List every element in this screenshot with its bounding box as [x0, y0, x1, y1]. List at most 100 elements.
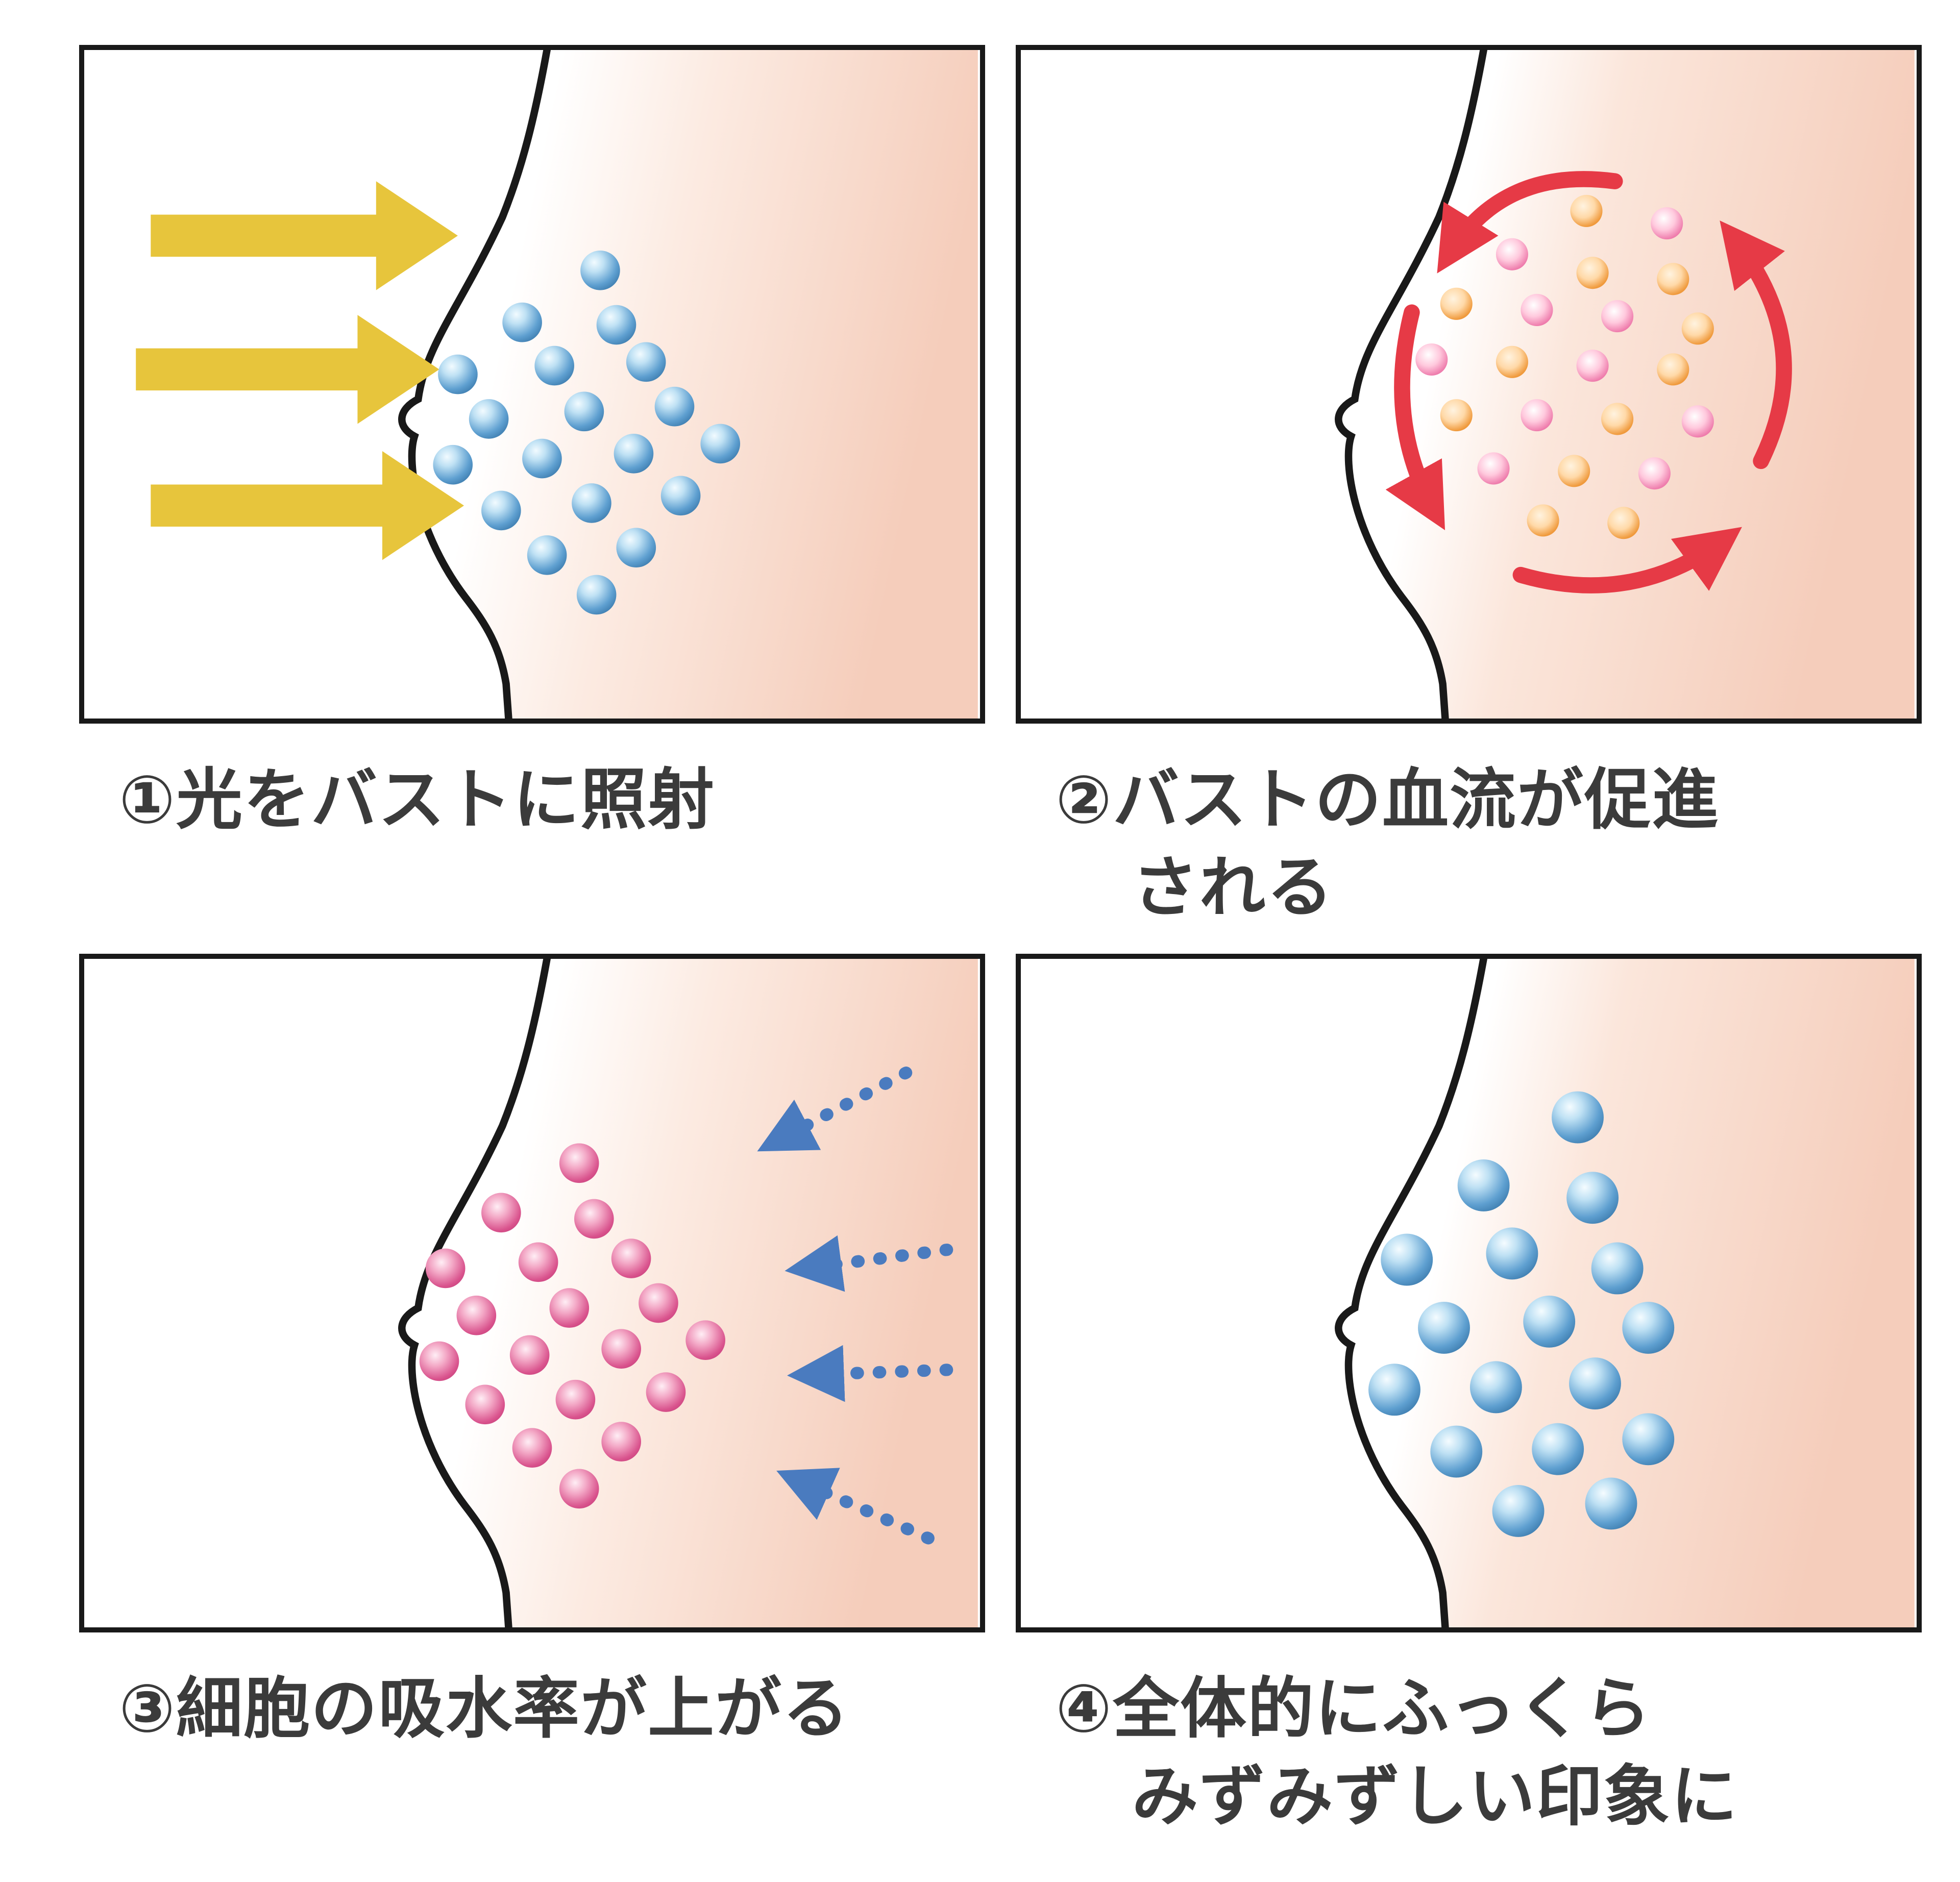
cell-dot — [518, 1242, 558, 1282]
light-arrow — [151, 451, 464, 560]
cell-dot — [1651, 207, 1683, 240]
cell-dot — [1638, 457, 1671, 490]
blood-flow-arrows — [1385, 171, 1792, 593]
cell-dot — [512, 1428, 552, 1468]
cell-dot — [700, 424, 741, 464]
cell-dot — [1570, 194, 1603, 227]
cell-dot — [1681, 312, 1714, 345]
skin-area — [402, 959, 978, 1628]
cell-dot — [574, 1199, 614, 1239]
absorption-arrow — [757, 1067, 913, 1152]
cell-dot — [433, 444, 473, 485]
skin-area — [1338, 959, 1915, 1628]
cell-dot — [534, 345, 574, 386]
caption-2-line1: ②バストの血流が促進 — [1056, 762, 1720, 837]
panel-1-illustration — [136, 50, 978, 719]
absorption-arrow — [787, 1345, 953, 1402]
cell-dot — [559, 1469, 599, 1509]
cell-dot — [555, 1380, 596, 1420]
cell-dot — [616, 528, 656, 568]
cell-dot — [438, 354, 478, 394]
cell-dots — [419, 1143, 725, 1509]
cell-dot — [660, 476, 701, 516]
cell-dot — [1552, 1091, 1604, 1144]
caption-4: ④全体的にふっくら みずみずしい印象に — [1056, 1665, 1922, 1840]
cell-dot — [1440, 287, 1473, 320]
cell-dot — [481, 1193, 521, 1233]
cell-dot — [425, 1248, 465, 1289]
caption-3-line1: ③細胞の吸水率が上がる — [119, 1671, 850, 1746]
panel-3: ③細胞の吸水率が上がる — [79, 954, 985, 1863]
absorption-arrow — [785, 1235, 953, 1292]
cell-dot — [1576, 257, 1609, 289]
cell-dot — [1585, 1477, 1637, 1530]
cell-dots — [1368, 1091, 1675, 1538]
cell-dot — [481, 490, 521, 531]
panel-1-frame — [79, 45, 985, 724]
cell-dot — [1532, 1423, 1584, 1475]
cell-dot — [1569, 1357, 1621, 1410]
cell-dots — [1415, 194, 1714, 539]
caption-1: ①光をバストに照射 — [119, 756, 985, 844]
blood-flow-arrow — [1720, 220, 1792, 469]
cell-dot — [1558, 455, 1590, 487]
panel-3-illustration — [398, 959, 978, 1628]
panel-2: ②バストの血流が促進 される — [1016, 45, 1922, 954]
caption-2-line2: される — [1132, 850, 1334, 925]
light-arrow — [151, 181, 458, 290]
cell-dot — [1486, 1227, 1538, 1280]
cell-dot — [654, 386, 695, 427]
caption-2: ②バストの血流が促進 される — [1056, 756, 1922, 931]
cell-dot — [1496, 345, 1528, 378]
absorption-arrow — [776, 1468, 935, 1545]
cell-dot — [1368, 1364, 1420, 1416]
blood-flow-arrow — [1512, 527, 1742, 593]
panel-3-frame — [79, 954, 985, 1633]
cell-dot — [1492, 1485, 1545, 1538]
cell-dot — [1622, 1413, 1675, 1466]
cell-dot — [1521, 399, 1553, 432]
cell-dot — [465, 1384, 505, 1425]
cell-dot — [1566, 1172, 1619, 1224]
cell-dot — [564, 391, 604, 432]
cell-dot — [596, 305, 636, 345]
breast-outline — [398, 50, 551, 719]
cell-dot — [456, 1296, 497, 1335]
cell-dot — [1607, 507, 1640, 539]
cell-dot — [1523, 1296, 1576, 1348]
cell-dot — [509, 1335, 550, 1375]
caption-4-line1: ④全体的にふっくら — [1056, 1671, 1652, 1746]
cell-dot — [1418, 1302, 1470, 1354]
cell-dot — [1521, 293, 1553, 326]
cell-dot — [611, 1239, 651, 1279]
cell-dot — [527, 535, 567, 575]
cell-dot — [1601, 403, 1634, 435]
cell-dot — [419, 1341, 459, 1381]
panel-4-frame — [1016, 954, 1922, 1633]
caption-1-line1: ①光をバストに照射 — [119, 762, 716, 837]
absorption-arrows — [757, 1067, 953, 1545]
cell-dot — [1496, 238, 1528, 270]
cell-dot — [572, 483, 611, 523]
caption-4-line2: みずみずしい印象に — [1132, 1759, 1738, 1834]
cell-dot — [1415, 343, 1448, 376]
cell-dot — [614, 434, 654, 474]
blood-flow-arrow — [1437, 171, 1623, 274]
cell-dot — [1591, 1242, 1644, 1295]
panel-4: ④全体的にふっくら みずみずしい印象に — [1016, 954, 1922, 1863]
cell-dot — [1477, 452, 1510, 485]
cell-dot — [522, 438, 562, 479]
cell-dot — [1527, 504, 1559, 537]
cell-dot — [1681, 405, 1714, 438]
panel-2-illustration — [1335, 50, 1915, 719]
panel-1: ①光をバストに照射 — [79, 45, 985, 954]
breast-outline — [1335, 959, 1487, 1628]
cell-dot — [1469, 1361, 1522, 1414]
cell-dot — [639, 1283, 678, 1323]
cell-dot — [1657, 353, 1689, 386]
cell-dot — [685, 1320, 725, 1360]
skin-area — [1338, 50, 1915, 719]
panel-2-frame — [1016, 45, 1922, 724]
